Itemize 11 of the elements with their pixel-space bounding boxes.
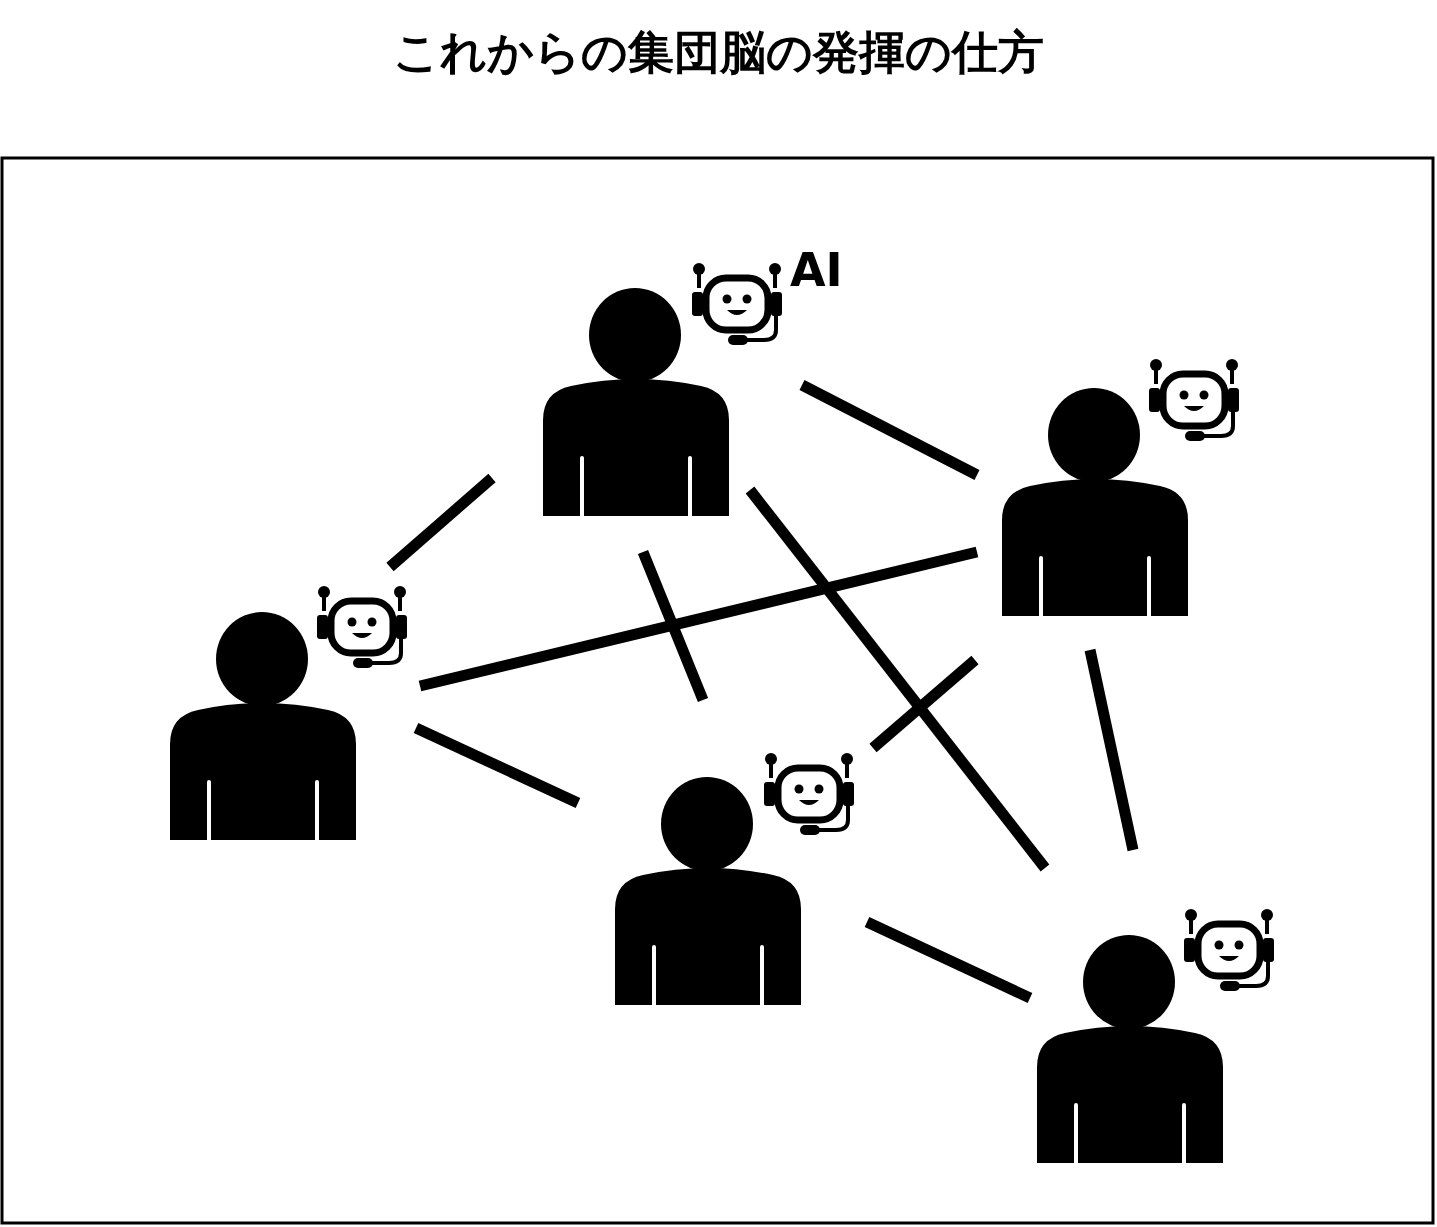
connector-line xyxy=(869,655,979,753)
connector-line xyxy=(745,486,1050,872)
connector-line xyxy=(413,723,581,808)
connector-line xyxy=(799,380,980,480)
connector-line xyxy=(864,917,1033,1003)
ai-label: AI xyxy=(790,247,843,293)
title: これからの集団脳の発揮の仕方 xyxy=(392,24,1045,81)
connector-line xyxy=(418,546,979,692)
connector-line xyxy=(637,549,709,703)
connector-line xyxy=(1084,648,1139,852)
connector-line xyxy=(386,473,496,572)
